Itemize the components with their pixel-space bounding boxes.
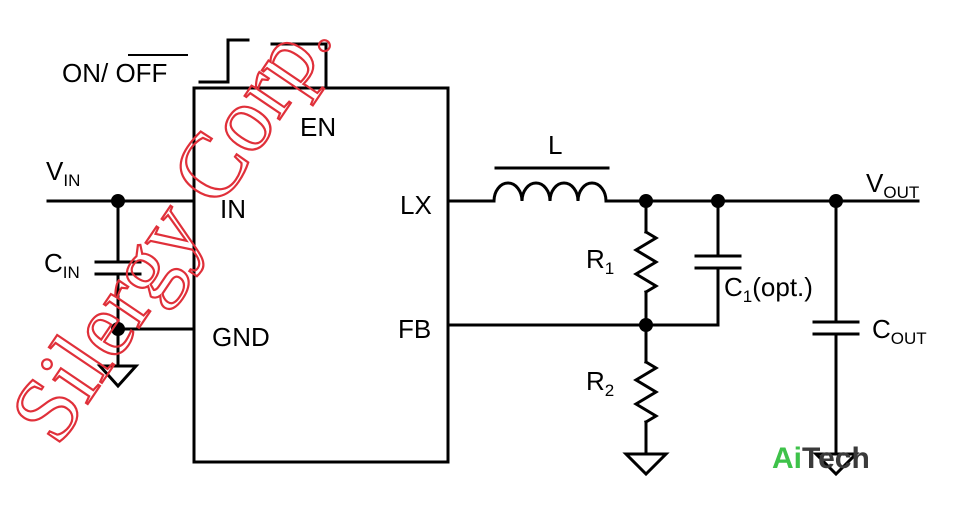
cin-label: CIN <box>44 248 80 282</box>
aitech-logo: AiTech <box>772 442 870 475</box>
vout-label: VOUT <box>866 168 919 202</box>
lx-pin-label: LX <box>400 190 432 220</box>
r2-resistor <box>633 359 659 425</box>
c1-label: C1(opt.) <box>724 272 813 306</box>
en-pulse-waveform <box>198 38 250 84</box>
ic-body <box>192 86 450 464</box>
inductor-label: L <box>548 130 562 160</box>
cout-label: COUT <box>872 314 927 348</box>
fb-junction-dot <box>639 318 653 332</box>
ground-symbol-r2 <box>622 452 670 477</box>
r1-label: R1 <box>586 244 614 278</box>
inductor-coil <box>492 181 608 203</box>
fb-pin-label: FB <box>398 314 431 344</box>
r1-resistor <box>633 229 659 295</box>
watermark-text: Silergy Corp. <box>0 0 351 459</box>
ground-symbol-output <box>812 452 860 477</box>
gnd-pin-label: GND <box>212 322 270 352</box>
en-wire <box>270 42 328 90</box>
in-pin-label: IN <box>220 194 246 224</box>
on-off-label: ON/ OFF <box>62 58 167 88</box>
vin-label: VIN <box>46 156 80 190</box>
r2-label: R2 <box>586 366 614 400</box>
ground-symbol-input <box>96 364 140 389</box>
en-pin-label: EN <box>300 112 336 142</box>
